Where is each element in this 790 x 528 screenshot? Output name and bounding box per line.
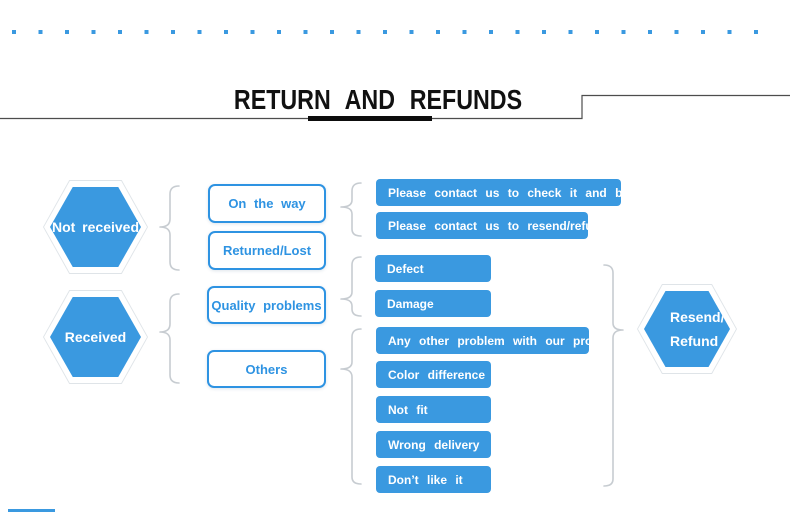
action-label: Defect xyxy=(387,261,424,276)
title-underline-bar xyxy=(308,116,432,121)
action-box-dont-like-it: Don’t like it xyxy=(376,466,491,493)
action-label: Please contact us to check it and be pat… xyxy=(388,185,677,200)
action-box-not-fit: Not fit xyxy=(376,396,491,423)
category-box-returned-lost: Returned/Lost xyxy=(208,231,326,270)
category-box-others: Others xyxy=(207,350,326,388)
brace-resend-refund-group xyxy=(603,264,624,487)
brace-not-received-group xyxy=(159,185,180,271)
action-label: Wrong delivery xyxy=(388,437,480,452)
outcome-line1: Resend/ xyxy=(670,309,725,325)
action-label: Damage xyxy=(387,296,434,311)
brace-on-the-way-group xyxy=(340,182,362,237)
top-dotted-line xyxy=(12,30,778,34)
hexagon-label: Not received xyxy=(50,187,141,267)
hexagon-received: Received xyxy=(43,290,148,384)
action-box-wrong-delivery: Wrong delivery xyxy=(376,431,491,458)
category-label: On the way xyxy=(228,196,306,211)
hexagon-label: Resend/ Refund xyxy=(644,291,730,367)
outcome-line2: Refund xyxy=(670,333,719,349)
hexagon-label: Received xyxy=(50,297,141,377)
brace-received-group xyxy=(159,293,180,384)
category-label: Returned/Lost xyxy=(222,243,312,258)
action-box-contact-resend-refund: Please contact us to resend/refund xyxy=(376,212,607,239)
category-box-on-the-way: On the way xyxy=(208,184,326,223)
hexagon-white-ring: Not received xyxy=(44,181,147,273)
hexagon-white-ring: Received xyxy=(44,291,147,383)
hexagon-resend-refund: Resend/ Refund xyxy=(637,284,737,374)
category-label: Quality problems xyxy=(211,297,322,313)
action-box-color-difference: Color difference xyxy=(376,361,491,388)
hexagon-white-ring: Resend/ Refund xyxy=(638,285,736,373)
action-box-contact-check-patient: Please contact us to check it and be pat… xyxy=(376,179,677,206)
brace-quality-problems-group xyxy=(340,256,362,317)
action-box-any-other-problem: Any other problem with our products xyxy=(376,327,624,354)
category-box-quality-problems: Quality problems xyxy=(207,286,326,324)
page-title: RETURN AND REFUNDS xyxy=(233,84,523,115)
action-box-damage: Damage xyxy=(375,290,491,317)
brace-others-group xyxy=(340,328,362,485)
action-label: Please contact us to resend/refund xyxy=(388,218,608,233)
action-box-defect: Defect xyxy=(375,255,491,282)
action-label: Any other problem with our products xyxy=(388,333,625,348)
action-label: Don’t like it xyxy=(388,472,463,487)
bottom-accent-line xyxy=(8,509,55,512)
action-label: Color difference xyxy=(388,367,486,382)
action-label: Not fit xyxy=(388,402,428,417)
category-label: Others xyxy=(245,361,288,377)
hexagon-not-received: Not received xyxy=(43,180,148,274)
